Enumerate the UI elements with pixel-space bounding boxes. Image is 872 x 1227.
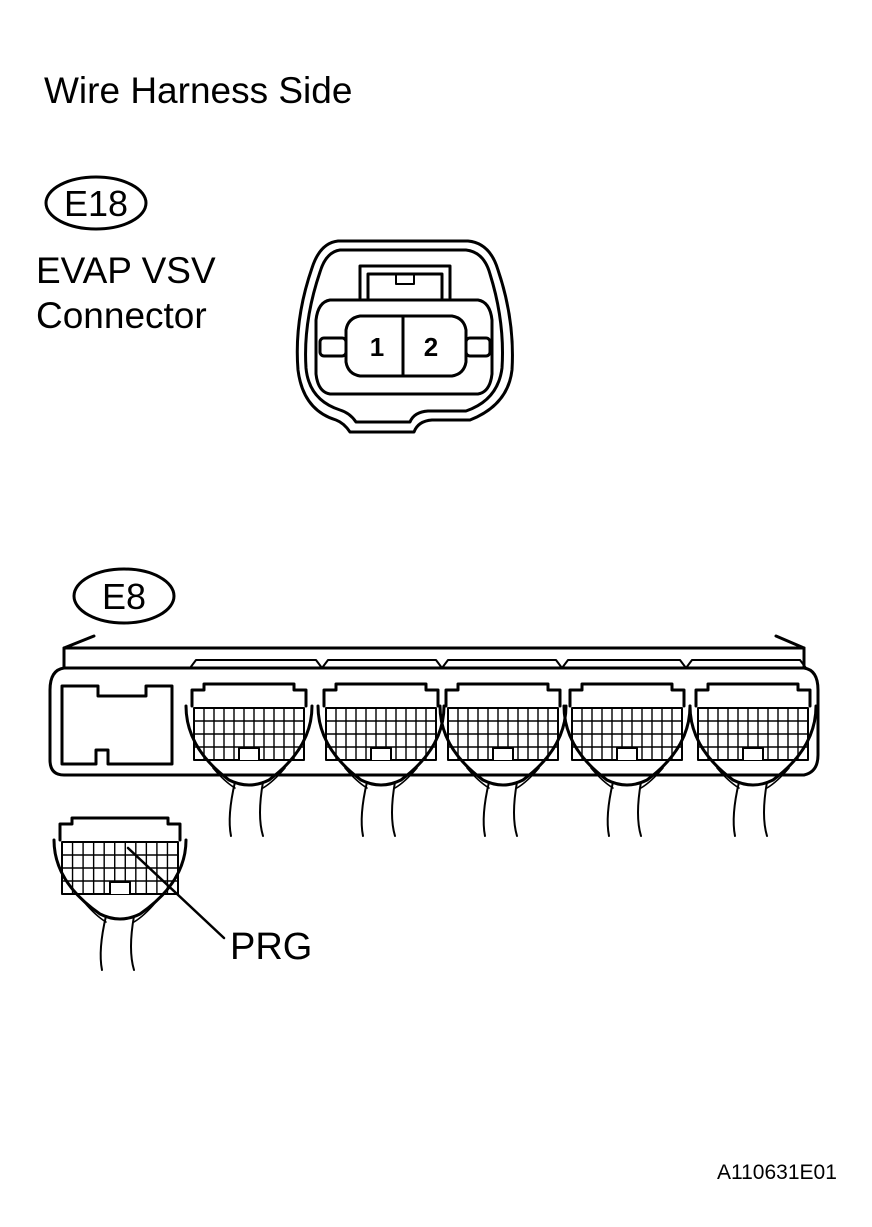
e8-terminal-block-2	[316, 682, 446, 837]
e18-pin-2: 2	[424, 332, 438, 362]
e8-terminal-block-4	[562, 682, 692, 837]
e8-ecm-connector	[48, 634, 820, 777]
e18-evap-vsv-connector: 1 2	[295, 239, 514, 434]
prg-pointer-line	[126, 846, 226, 940]
e8-terminal-block-3	[438, 682, 568, 837]
e8-plug-detached	[52, 816, 188, 971]
e18-label-line1: EVAP VSV	[36, 250, 216, 291]
e8-tag: E8	[72, 567, 176, 625]
e18-label-line2: Connector	[36, 295, 207, 336]
e18-tag-text: E18	[64, 183, 128, 224]
e18-connector-label: EVAP VSV Connector	[36, 248, 216, 338]
e8-tag-text: E8	[102, 576, 146, 617]
e18-tag: E18	[44, 175, 148, 231]
e8-terminal-block-1	[184, 682, 314, 837]
figure-id: A110631E01	[717, 1161, 837, 1184]
diagram-title: Wire Harness Side	[44, 70, 353, 111]
e8-terminal-block-5	[688, 682, 818, 837]
e8-terminal-blocks	[52, 682, 818, 971]
e18-pin-1: 1	[370, 332, 384, 362]
prg-terminal-label: PRG	[230, 926, 313, 968]
